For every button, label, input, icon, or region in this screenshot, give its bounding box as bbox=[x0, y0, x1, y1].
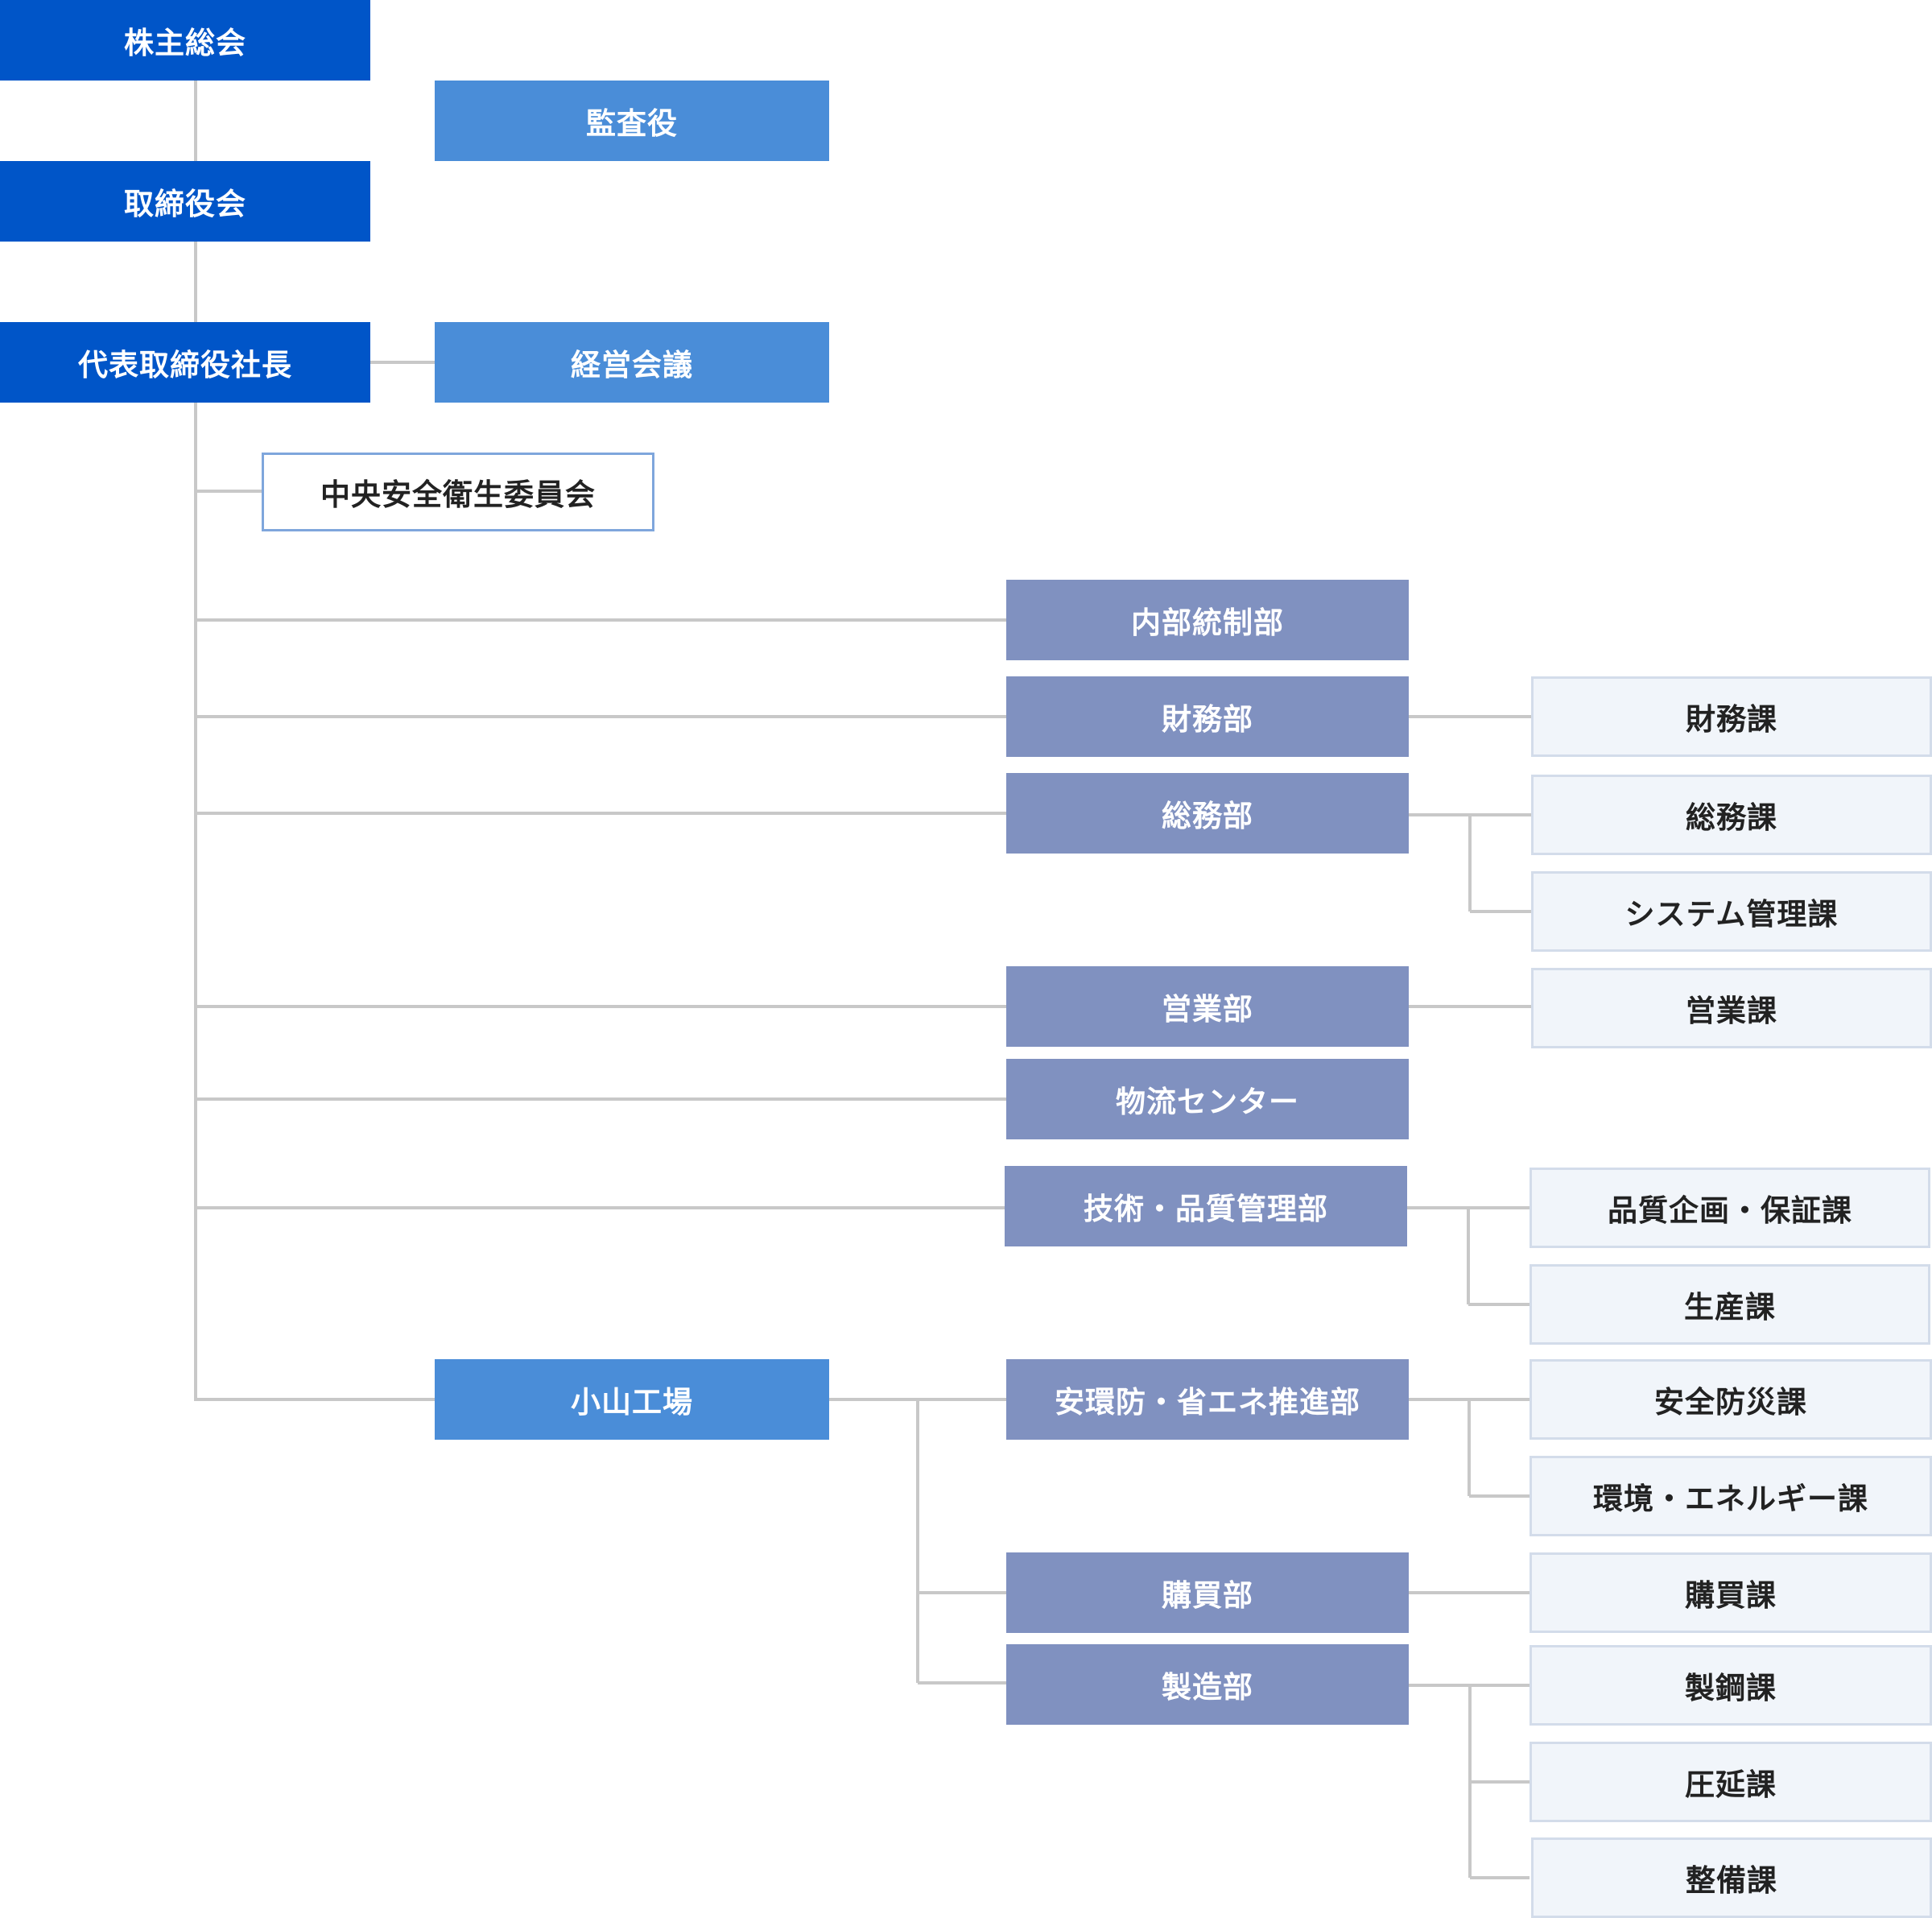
shareholders-meeting-box: 株主総会 bbox=[0, 0, 370, 81]
dept-safety-env: 安環防・省エネ推進部 bbox=[1006, 1359, 1409, 1440]
dept-sales: 営業部 bbox=[1006, 966, 1409, 1047]
dept-tech-quality: 技術・品質管理部 bbox=[1005, 1166, 1407, 1246]
section-environment-energy: 環境・エネルギー課 bbox=[1530, 1456, 1932, 1536]
dept-purchasing: 購買部 bbox=[1006, 1552, 1409, 1633]
board-of-directors-box: 取締役会 bbox=[0, 161, 370, 242]
plant-box: 小山工場 bbox=[435, 1359, 829, 1440]
section-purchasing: 購買課 bbox=[1530, 1552, 1932, 1633]
dept-internal-control: 内部統制部 bbox=[1006, 580, 1409, 660]
section-rolling: 圧延課 bbox=[1530, 1742, 1932, 1822]
section-quality-planning: 品質企画・保証課 bbox=[1530, 1168, 1930, 1248]
safety-committee-box: 中央安全衛生委員会 bbox=[262, 453, 654, 531]
section-general-affairs: 総務課 bbox=[1531, 775, 1932, 855]
dept-manufacturing: 製造部 bbox=[1006, 1644, 1409, 1725]
dept-finance: 財務部 bbox=[1006, 676, 1409, 757]
management-meeting-box: 経営会議 bbox=[435, 322, 829, 403]
president-box: 代表取締役社長 bbox=[0, 322, 370, 403]
section-production: 生産課 bbox=[1530, 1264, 1930, 1345]
section-steelmaking: 製鋼課 bbox=[1530, 1645, 1932, 1726]
auditor-box: 監査役 bbox=[435, 81, 829, 161]
section-finance: 財務課 bbox=[1531, 676, 1932, 757]
section-system-management: システム管理課 bbox=[1531, 871, 1932, 952]
dept-logistics: 物流センター bbox=[1006, 1059, 1409, 1139]
section-maintenance: 整備課 bbox=[1531, 1837, 1932, 1918]
section-safety-disaster: 安全防災課 bbox=[1530, 1359, 1932, 1440]
section-sales: 営業課 bbox=[1531, 968, 1932, 1048]
dept-general-affairs: 総務部 bbox=[1006, 773, 1409, 854]
